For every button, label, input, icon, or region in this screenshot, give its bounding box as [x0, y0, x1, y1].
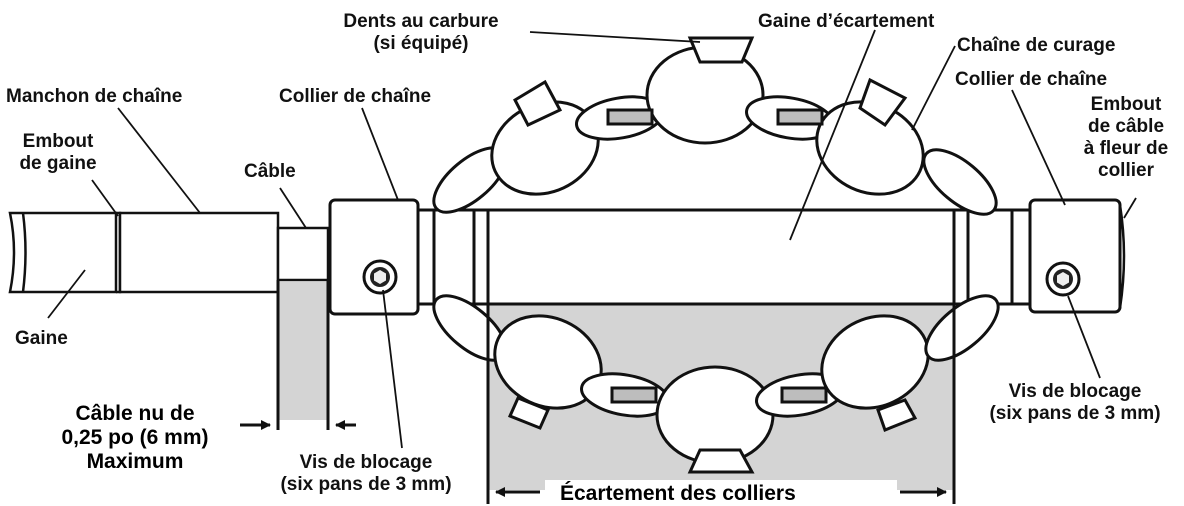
label-spacer-sleeve: Gaine d’écartement [758, 11, 935, 32]
label-set-screw-left: Vis de blocage (six pans de 3 mm) [255, 452, 477, 496]
label-flail-chain: Chaîne de curage [957, 35, 1116, 56]
bare-cable-dimension [240, 280, 356, 430]
label-cable-end-line2: de câble [1087, 116, 1165, 137]
spacer-sleeve [416, 208, 1032, 306]
label-set-screw-right: Vis de blocage (six pans de 3 mm) [968, 381, 1182, 425]
label-sheath-end: Embout de gaine [8, 131, 108, 175]
collar-spacing-label-bg [545, 480, 897, 506]
label-bare-cable-line3: Maximum [86, 450, 184, 473]
label-cable-end-line3: à fleur de [1083, 138, 1169, 159]
label-carbide-teeth: Dents au carbure (si équipé) [316, 11, 526, 55]
cable [276, 226, 330, 282]
label-carbide-teeth-line2: (si équipé) [373, 33, 469, 54]
leader-lines [47, 29, 1137, 449]
label-chain-sleeve: Manchon de chaîne [6, 86, 183, 107]
left-chain-collar [328, 198, 420, 316]
label-cable: Câble [244, 161, 296, 182]
label-carbide-teeth-line1: Dents au carbure [343, 11, 499, 32]
label-collar-spacing: Écartement des colliers [560, 482, 796, 505]
label-bare-cable-line2: 0,25 po (6 mm) [61, 426, 209, 449]
label-bare-cable: Câble nu de 0,25 po (6 mm) Maximum [30, 402, 240, 474]
label-set-screw-right-line2: (six pans de 3 mm) [989, 403, 1161, 424]
label-sheath: Gaine [15, 328, 68, 349]
label-cable-end: Embout de câble à fleur de collier [1070, 94, 1182, 182]
label-chain-collar-left: Collier de chaîne [279, 86, 432, 107]
label-bare-cable-line1: Câble nu de [75, 402, 195, 425]
flail-chain-lower [432, 294, 1000, 474]
collar-spacing-dimension [486, 292, 956, 504]
sheath [8, 211, 122, 294]
label-chain-collar-right: Collier de chaîne [955, 69, 1108, 90]
chain-sleeve [118, 211, 280, 294]
label-set-screw-left-line1: Vis de blocage [299, 452, 433, 473]
label-sheath-end-line1: Embout [22, 131, 94, 152]
bare-cable-shaded-area [278, 282, 328, 420]
flail-chain-upper [432, 36, 998, 216]
label-cable-end-line4: collier [1098, 160, 1154, 181]
right-chain-collar [1028, 198, 1126, 314]
label-sheath-end-line2: de gaine [19, 153, 97, 174]
label-set-screw-right-line1: Vis de blocage [1008, 381, 1142, 402]
label-set-screw-left-line2: (six pans de 3 mm) [280, 474, 452, 495]
label-cable-end-line1: Embout [1090, 94, 1162, 115]
